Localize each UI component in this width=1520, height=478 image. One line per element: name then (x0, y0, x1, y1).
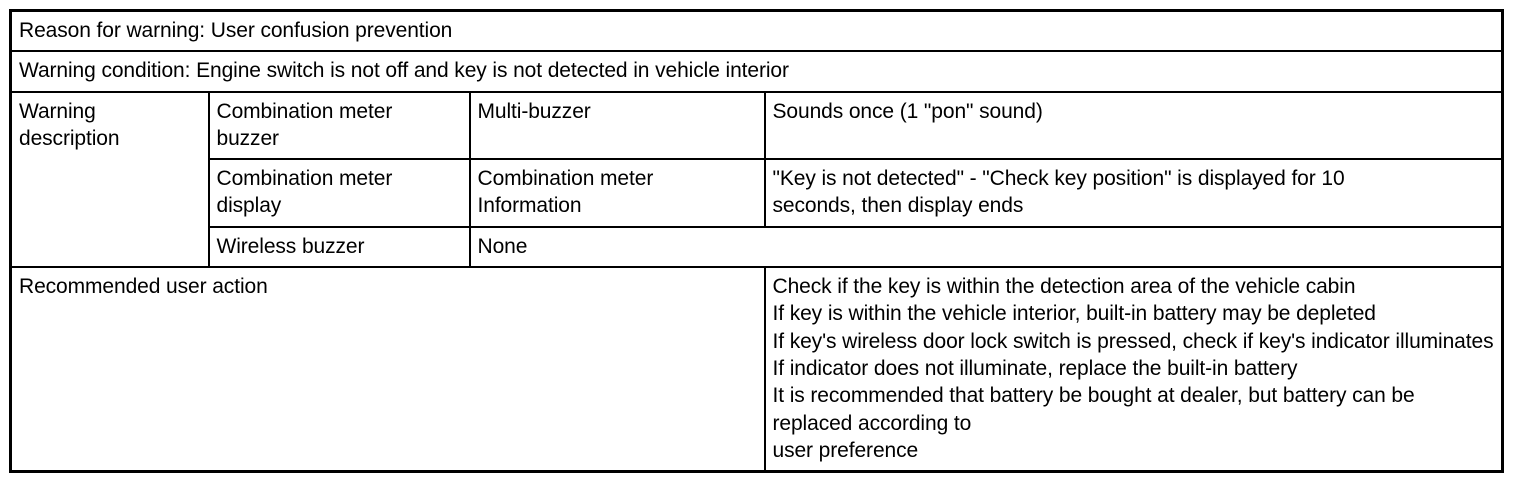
detail-display-message: "Key is not detected" - "Check key posit… (763, 158, 1504, 228)
table-row-condition: Warning condition: Engine switch is not … (9, 50, 1504, 93)
table-row-warning-description-display: Combination meter display Combination me… (11, 158, 1504, 228)
detail-wireless-buzzer-none: None (468, 225, 1504, 269)
type-multi-buzzer: Multi-buzzer (468, 90, 766, 161)
reason-for-warning-cell: Reason for warning: User confusion preve… (9, 9, 1504, 53)
table-row-reason: Reason for warning: User confusion preve… (9, 9, 1504, 53)
warning-information-table-container: Reason for warning: User confusion preve… (9, 9, 1504, 474)
table-row-warning-description-wireless: Wireless buzzer None (11, 225, 1504, 269)
table-row-warning-description-buzzer: Warning description Combination meter bu… (9, 90, 1504, 269)
table-row-recommended-action: Recommended user action Check if the key… (9, 266, 1504, 473)
recommended-user-action-steps: Check if the key is within the detection… (763, 266, 1504, 473)
type-combination-meter-information: Combination meter Information (468, 158, 766, 228)
warning-condition-cell: Warning condition: Engine switch is not … (9, 50, 1504, 93)
warning-description-label: Warning description (9, 90, 210, 269)
recommended-user-action-label: Recommended user action (9, 266, 766, 473)
component-combination-meter-display: Combination meter display (207, 158, 471, 228)
detail-buzzer-sound: Sounds once (1 "pon" sound) (763, 90, 1504, 161)
warning-information-table: Reason for warning: User confusion preve… (9, 9, 1504, 474)
component-combination-meter-buzzer: Combination meter buzzer (207, 90, 471, 161)
component-wireless-buzzer: Wireless buzzer (207, 225, 471, 269)
